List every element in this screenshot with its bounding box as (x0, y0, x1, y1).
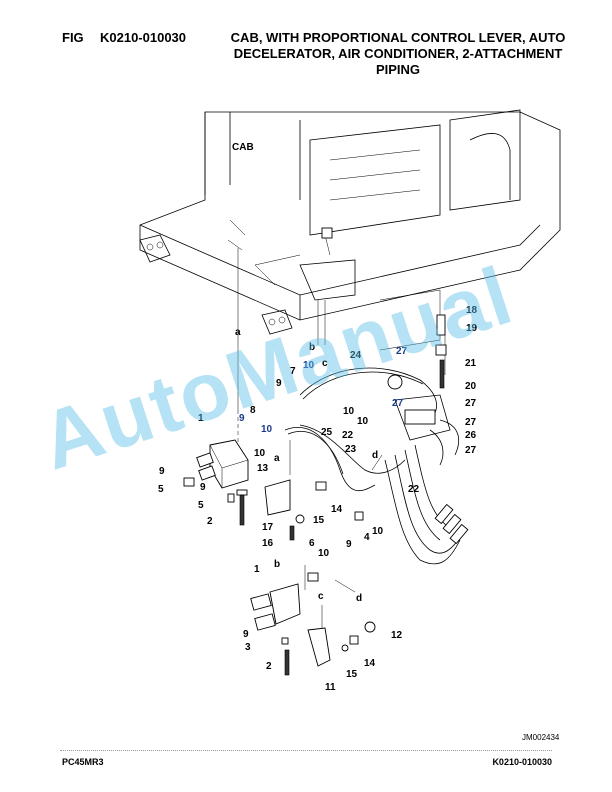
callout: 17 (262, 522, 274, 533)
callout: 9 (243, 629, 249, 640)
callout: 4 (364, 532, 370, 543)
callout: 10 (261, 424, 273, 435)
callout: 21 (465, 358, 477, 369)
footer-model: PC45MR3 (62, 757, 104, 767)
callout: 15 (313, 515, 325, 526)
callout: 27 (465, 398, 477, 409)
callout: 25 (321, 427, 333, 438)
upper-valve-drawing (183, 439, 364, 541)
callout: 1 (254, 564, 260, 575)
hose-assembly (284, 314, 469, 565)
callout: 10 (318, 548, 330, 559)
footer-figure-number: K0210-010030 (492, 757, 552, 767)
callout: 10 (357, 416, 369, 427)
callout: 3 (245, 642, 251, 653)
callout: 7 (290, 366, 296, 377)
image-code: JM002434 (522, 733, 560, 742)
callout: d (372, 450, 378, 461)
callout: 6 (309, 538, 315, 549)
callout: 1 (198, 413, 204, 424)
callout: 10 (372, 526, 384, 537)
callout: 5 (158, 484, 164, 495)
callout: 9 (346, 539, 352, 550)
callout: b (274, 559, 280, 570)
callout: 18 (466, 305, 478, 316)
fig-label: FIG (62, 30, 84, 45)
lower-valve-drawing (250, 572, 376, 676)
callout: 22 (342, 430, 354, 441)
callout: 19 (466, 323, 478, 334)
callout: c (318, 591, 324, 602)
callout: 27 (465, 445, 477, 456)
callout: 2 (207, 516, 213, 527)
callout: c (322, 358, 328, 369)
callout: d (356, 593, 362, 604)
callout: CAB (232, 142, 254, 153)
callout: 22 (408, 484, 420, 495)
figure-number: K0210-010030 (100, 30, 187, 45)
callout: 2 (266, 661, 272, 672)
callout: 26 (465, 430, 477, 441)
callout: 23 (345, 444, 357, 455)
callout: a (235, 327, 241, 338)
callout: 27 (396, 346, 408, 357)
callout: 14 (364, 658, 376, 669)
callout: 9 (200, 482, 206, 493)
callout-labels: CAB 1 1 2 2 3 4 5 5 6 7 8 9 9 9 9 9 9 10… (158, 142, 560, 742)
callout: 24 (350, 350, 362, 361)
callout: 27 (465, 417, 477, 428)
callout: 15 (346, 669, 358, 680)
callout: 9 (159, 466, 165, 477)
callout: 9 (276, 378, 282, 389)
callout: 14 (331, 504, 343, 515)
callout: 12 (391, 630, 403, 641)
callout: a (274, 453, 280, 464)
callout: 27 (392, 398, 404, 409)
footer-divider (60, 750, 552, 751)
callout: 20 (465, 381, 477, 392)
callout: 10 (343, 406, 355, 417)
callout: 13 (257, 463, 269, 474)
callout: 10 (254, 448, 266, 459)
callout: b (309, 342, 315, 353)
callout: 5 (198, 500, 204, 511)
callout: 10 (303, 360, 315, 371)
callout: 16 (262, 538, 274, 549)
callout: 8 (250, 405, 256, 416)
callout: 9 (239, 413, 245, 424)
cab-frame-drawing (139, 109, 561, 351)
callout: 11 (325, 682, 336, 693)
figure-title: CAB, WITH PROPORTIONAL CONTROL LEVER, AU… (230, 30, 566, 77)
